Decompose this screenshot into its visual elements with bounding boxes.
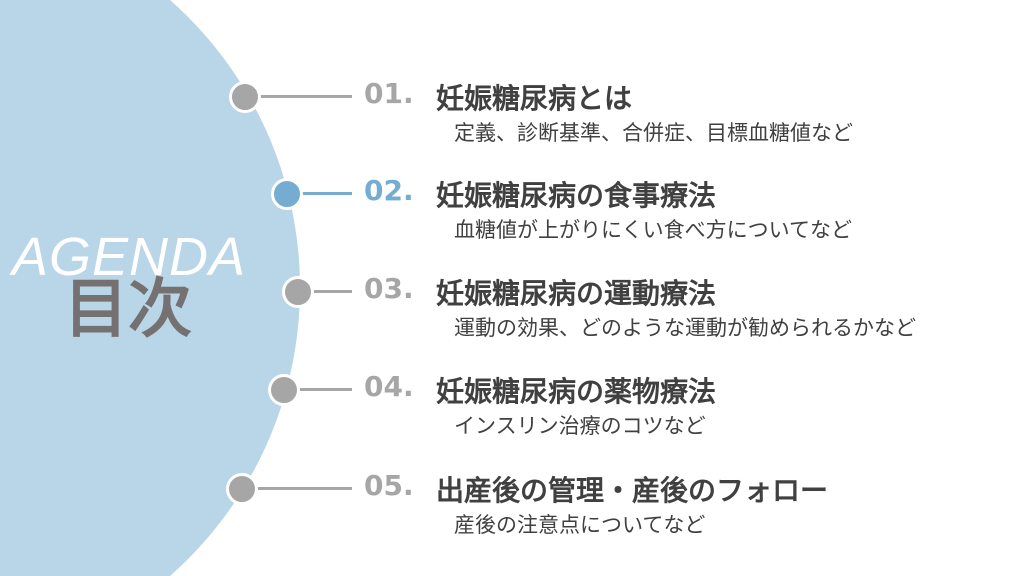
connector-line (298, 290, 352, 293)
item-title: 妊娠糖尿病の食事療法 (436, 179, 717, 212)
connector-line (245, 95, 352, 98)
item-subtitle: 運動の効果、どのような運動が勧められるかなど (454, 316, 916, 340)
item-number: 02. (364, 174, 414, 207)
item-subtitle: 血糖値が上がりにくい食べ方についてなど (454, 218, 852, 242)
connector-line (287, 192, 352, 195)
item-number: 01. (364, 77, 414, 110)
item-title: 妊娠糖尿病とは (436, 82, 633, 115)
item-number: 03. (364, 272, 414, 305)
bullet-dot-icon (268, 374, 300, 406)
agenda-item-5[interactable]: 05. 出産後の管理・産後のフォロー 産後の注意点についてなど (0, 469, 1000, 569)
connector-line (284, 388, 352, 391)
agenda-item-3[interactable]: 03. 妊娠糖尿病の運動療法 運動の効果、どのような運動が勧められるかなど (0, 272, 1000, 372)
agenda-label: AGENDA (12, 227, 247, 287)
agenda-item-1[interactable]: 01. 妊娠糖尿病とは 定義、診断基準、合併症、目標血糖値など (0, 77, 1000, 177)
bullet-dot-icon (271, 178, 303, 210)
agenda-item-4[interactable]: 04. 妊娠糖尿病の薬物療法 インスリン治療のコツなど (0, 370, 1000, 470)
background-circle (0, 0, 300, 576)
item-title: 妊娠糖尿病の運動療法 (436, 277, 717, 310)
item-subtitle: 産後の注意点についてなど (454, 513, 706, 537)
agenda-item-2[interactable]: 02. 妊娠糖尿病の食事療法 血糖値が上がりにくい食べ方についてなど (0, 174, 1000, 274)
item-subtitle: インスリン治療のコツなど (454, 414, 706, 438)
item-subtitle: 定義、診断基準、合併症、目標血糖値など (454, 121, 853, 145)
item-title: 妊娠糖尿病の薬物療法 (436, 375, 717, 408)
item-number: 04. (364, 370, 414, 403)
item-title: 出産後の管理・産後のフォロー (436, 474, 829, 507)
bullet-dot-icon (229, 81, 261, 113)
bullet-dot-icon (282, 276, 314, 308)
page-title: 目次 (64, 273, 192, 347)
bullet-dot-icon (226, 473, 258, 505)
connector-line (242, 487, 352, 490)
item-number: 05. (364, 469, 414, 502)
